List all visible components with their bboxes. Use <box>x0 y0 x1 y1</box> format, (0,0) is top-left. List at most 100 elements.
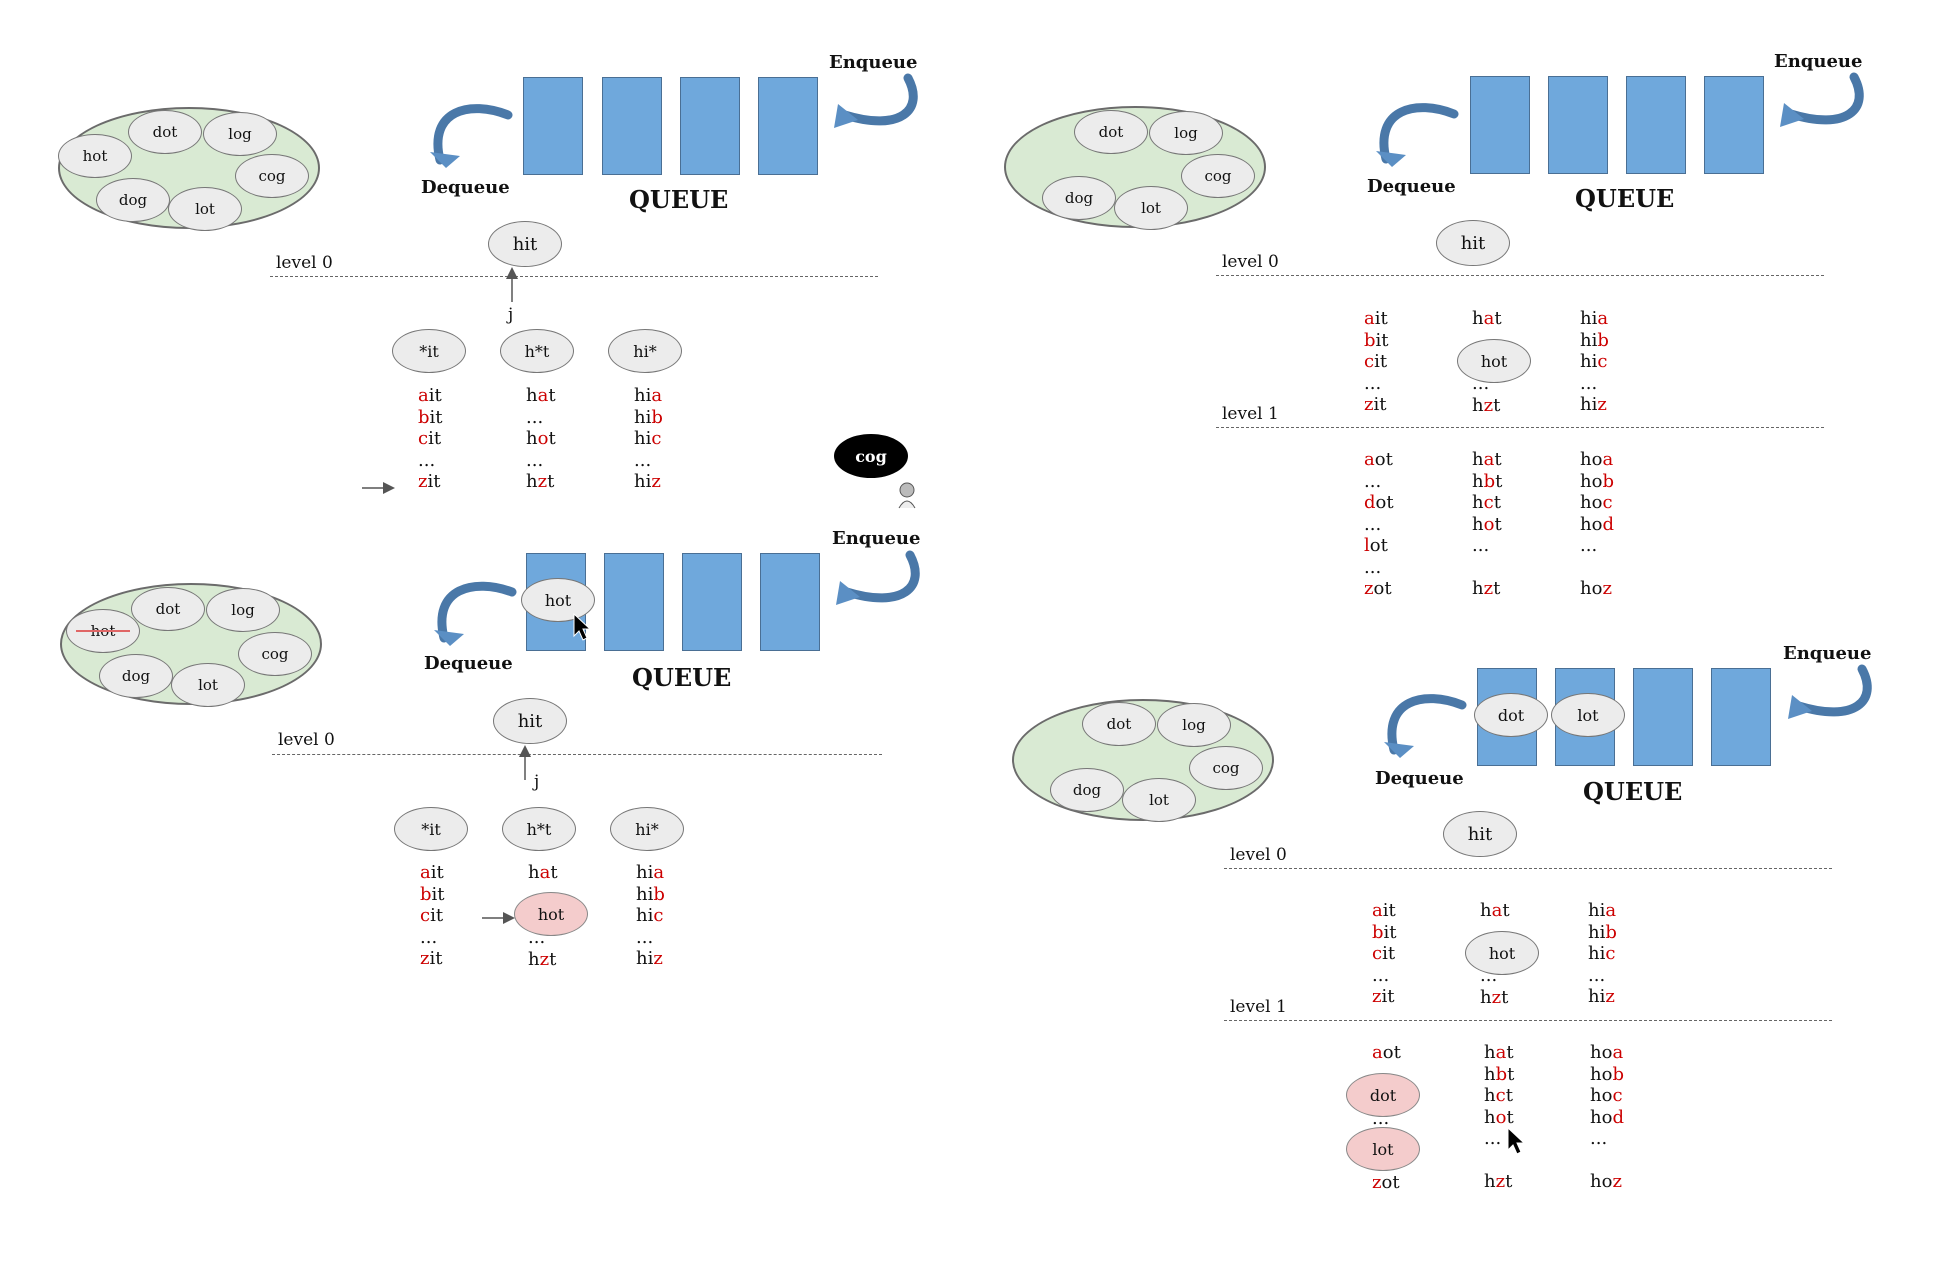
word-row: bit <box>418 406 443 428</box>
word-row: hot <box>1472 513 1502 535</box>
word-row: hic <box>1580 351 1608 372</box>
pool-word-log: log <box>1157 703 1231 747</box>
level2-list-1: aot...dot...lot...zot <box>1364 449 1394 600</box>
pool-word-lot: lot <box>1122 778 1196 822</box>
matched-word-hot: hot <box>514 892 588 936</box>
queue-slot <box>1633 668 1693 766</box>
word-row: ... <box>636 926 654 948</box>
word-row: hzt <box>528 948 557 970</box>
level1-list-2-bottom: ...hzt <box>1480 965 1508 1008</box>
word-row: hic <box>1588 943 1616 964</box>
node-hit: hit <box>1436 220 1510 266</box>
word-row: hia <box>636 862 665 883</box>
pool-word-hot: hot <box>58 134 132 178</box>
cursor-icon <box>1507 1126 1526 1155</box>
node-hit: hit <box>488 221 562 267</box>
queue-slot <box>523 77 583 175</box>
queue-item-hot: hot <box>521 578 595 622</box>
word-row: hia <box>634 385 663 406</box>
pool-word-lot: lot <box>1114 186 1188 230</box>
word-row: aot <box>1364 449 1393 470</box>
dequeue-label: Dequeue <box>421 177 510 198</box>
pool-word-dog: dog <box>1050 768 1124 812</box>
word-row: zit <box>418 471 441 492</box>
queue-slot <box>682 553 742 651</box>
word-row: zit <box>420 948 443 969</box>
word-row: hct <box>1484 1085 1513 1106</box>
word-row: ... <box>1580 535 1598 556</box>
queue-slot <box>1626 76 1686 174</box>
enqueue-label: Enqueue <box>829 52 918 73</box>
pattern-node-3: hi* <box>610 807 684 851</box>
pattern-node-2: h*t <box>500 329 574 373</box>
word-row: ait <box>418 385 442 406</box>
level1-list-2-top: hat <box>1472 308 1502 330</box>
enqueue-arrow <box>840 73 918 126</box>
level-1-label: level 1 <box>1230 997 1287 1017</box>
level-divider <box>270 276 878 277</box>
word-row: cit <box>1364 351 1388 372</box>
pool-word-log: log <box>1149 111 1223 155</box>
word-row: ... <box>1484 1128 1502 1149</box>
queue-slot <box>604 553 664 651</box>
word-row: ait <box>1372 900 1396 921</box>
queue-label: QUEUE <box>629 185 729 214</box>
word-row: hic <box>634 428 662 449</box>
word-row: ... <box>528 927 546 948</box>
pattern-node-1: *it <box>394 807 468 851</box>
word-row: zot <box>1364 578 1392 599</box>
matched-word-lot: lot <box>1346 1127 1420 1171</box>
word-row: hoz <box>1590 1171 1622 1192</box>
pool-word-cog: cog <box>235 154 309 198</box>
word-row: ... <box>1372 964 1390 986</box>
pool-word-lot: lot <box>171 663 245 707</box>
pool-word-dot: dot <box>131 587 205 631</box>
dequeue-arrow-head <box>1384 742 1414 758</box>
word-row: cit <box>420 905 444 926</box>
word-row: ... <box>1364 372 1382 394</box>
queue-label: QUEUE <box>1575 184 1675 213</box>
word-row: hoa <box>1590 1042 1624 1063</box>
word-row: hib <box>634 406 663 428</box>
level-divider <box>1224 1020 1832 1021</box>
pool-word-log: log <box>206 588 280 632</box>
word-row: hib <box>636 883 665 905</box>
queue-slot <box>1470 76 1530 174</box>
word-row: hct <box>1472 492 1501 513</box>
word-row: ait <box>420 862 444 883</box>
level2-list-1-mid: ... <box>1372 1108 1390 1129</box>
node-hit: hit <box>1443 811 1517 857</box>
enqueue-label: Enqueue <box>1774 51 1863 72</box>
level2-list-1-bottom: zot <box>1372 1172 1400 1194</box>
level1-list-2-top: hat <box>1480 900 1510 922</box>
level-0-label: level 0 <box>276 253 333 273</box>
dequeue-arrow <box>433 104 513 165</box>
queue-slot <box>1704 76 1764 174</box>
word-row: hoz <box>1580 578 1612 599</box>
enqueue-label: Enqueue <box>1783 643 1872 664</box>
word-row: hiz <box>636 948 663 969</box>
level-divider <box>1224 868 1832 869</box>
candidate-list-2-bottom: ...hzt <box>528 927 556 970</box>
candidate-list-2-top: hat <box>528 862 558 884</box>
dequeue-arrow <box>1379 103 1459 164</box>
level-0-label: level 0 <box>1230 845 1287 865</box>
word-row: hbt <box>1484 1063 1515 1085</box>
queue-slot <box>758 77 818 175</box>
word-row: ... <box>1580 372 1598 394</box>
word-row: hib <box>1588 921 1617 943</box>
enqueue-arrow-head <box>836 581 860 605</box>
word-row: hzt <box>1484 1171 1513 1192</box>
word-row: ... <box>1364 513 1382 535</box>
word-row: hia <box>1588 900 1617 921</box>
word-row: hzt <box>1472 578 1501 599</box>
